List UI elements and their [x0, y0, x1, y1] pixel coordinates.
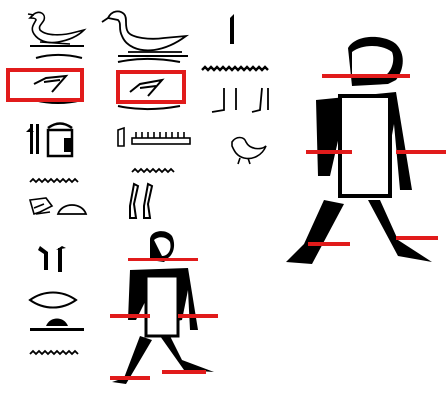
duck-glyph — [28, 12, 84, 44]
bread-loaf-glyph — [58, 205, 86, 214]
bread-loaf-glyph — [46, 319, 68, 327]
water-ripple-glyph — [30, 179, 78, 182]
boat-glyph — [34, 55, 82, 103]
comb-glyph — [118, 128, 190, 146]
chick-glyph — [232, 138, 266, 165]
water-ripple-glyph — [30, 328, 84, 331]
highlight-box-left — [8, 70, 82, 100]
reed-leaf-glyph — [230, 14, 234, 44]
water-ripple-glyph — [132, 169, 174, 172]
shrine-glyph — [26, 124, 72, 157]
water-ripple-glyph — [30, 351, 78, 354]
legs-glyph — [212, 88, 268, 112]
standing-man-glyph — [112, 231, 214, 384]
lens-glyph — [30, 293, 76, 308]
paired-reed-glyph — [130, 184, 152, 218]
reclining-figure-glyph — [30, 198, 52, 214]
water-ripple-glyph — [202, 67, 268, 70]
pillar-glyph — [38, 246, 66, 272]
goose-glyph — [102, 11, 186, 52]
